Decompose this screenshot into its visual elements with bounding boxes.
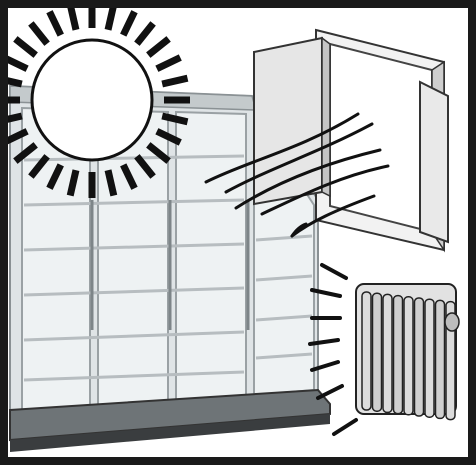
radiator-fin: [394, 296, 403, 414]
radiator-fin: [436, 300, 445, 418]
radiator-fin: [404, 297, 413, 415]
radiator-fin: [362, 292, 371, 410]
radiator-icon: [356, 284, 459, 420]
radiator-valve: [445, 313, 459, 331]
radiator-fin: [415, 298, 424, 416]
radiator-fin: [373, 293, 382, 411]
radiator-fin: [425, 299, 434, 417]
radiator-fin: [383, 294, 392, 412]
